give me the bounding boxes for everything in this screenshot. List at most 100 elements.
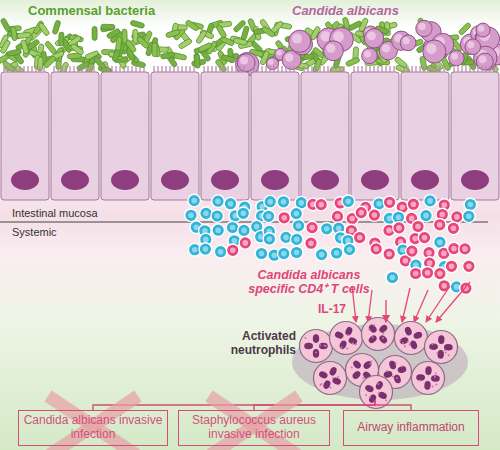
microvillus (485, 66, 486, 72)
t-cell-core (294, 250, 300, 256)
granule (304, 337, 306, 339)
commensal-bacterium (198, 42, 213, 53)
bacteria-layer (0, 17, 499, 76)
cyan-t-cell (315, 248, 328, 261)
microvillus (189, 66, 190, 72)
microvillus (23, 66, 24, 72)
microvillus (393, 66, 394, 72)
commensal-bacterium (261, 26, 275, 38)
microvillus (231, 66, 232, 72)
t-cell-core (230, 225, 236, 231)
microvillus (335, 66, 336, 72)
t-cell-core (294, 211, 300, 217)
microvillus (227, 66, 228, 72)
microvillus (57, 66, 58, 72)
cyan-t-cell (199, 243, 212, 256)
cyan-t-cell (188, 194, 201, 207)
nucleus-lobe (304, 343, 313, 349)
t-cell-core (462, 246, 468, 252)
microvillus (453, 66, 454, 72)
commensal-bacterium (216, 24, 227, 39)
t-cell-core (243, 240, 249, 246)
commensal-bacterium (165, 29, 180, 38)
cyan-t-cell (237, 207, 250, 220)
commensal-bacterium (17, 32, 31, 38)
granule (341, 346, 343, 348)
cell-nucleus (311, 170, 339, 190)
epithelial-cell (201, 72, 249, 200)
t-cell-core (387, 216, 393, 222)
microvillus (385, 66, 386, 72)
nucleus-lobe (425, 366, 432, 375)
microvillus (111, 66, 112, 72)
microvillus (107, 66, 108, 72)
t-cell-core (347, 247, 353, 253)
microvillus (257, 66, 258, 72)
commensal-bacterium (345, 57, 360, 67)
granule (352, 342, 354, 344)
nucleus-lobe (399, 336, 410, 345)
nucleus-lobe (352, 359, 363, 370)
candida-cell (416, 20, 432, 36)
t-cell-core (203, 211, 209, 217)
microvillus (73, 66, 74, 72)
cyan-t-cell (226, 221, 239, 234)
nucleus-lobe (331, 376, 342, 386)
epithelial-cell (451, 72, 499, 200)
granule (431, 343, 433, 345)
granule (402, 342, 404, 344)
pink-t-cell (227, 244, 240, 257)
microvillus (211, 66, 212, 72)
outcome-box: Staphylococcus aureus invasive infection (178, 410, 330, 446)
candida-highlight (451, 53, 458, 60)
cell-nucleus (61, 170, 89, 190)
commensal-bacterium (122, 29, 127, 43)
candida-layer (236, 20, 500, 76)
candida-highlight (382, 44, 390, 52)
granule (337, 376, 339, 378)
microvillus (277, 66, 278, 72)
granule (365, 394, 367, 396)
cyan-t-cell (342, 195, 355, 208)
commensal-bacterium (2, 60, 16, 73)
microvillus (215, 66, 216, 72)
microvillus (389, 66, 390, 72)
pink-t-cell (445, 260, 458, 273)
t-cell-core (241, 228, 247, 234)
commensal-bacterium (195, 30, 207, 44)
t-cell-core (396, 225, 402, 231)
t-cell-core (437, 271, 443, 277)
candida-highlight (268, 59, 274, 65)
cell-nucleus (11, 170, 39, 190)
candida-highlight (327, 44, 336, 53)
t-cell-core (386, 228, 392, 234)
microvillus (131, 66, 132, 72)
cell-nucleus (261, 170, 289, 190)
microvillus (427, 66, 428, 72)
microvillus (269, 66, 270, 72)
t-cell-core (390, 275, 396, 281)
microvillus (261, 66, 262, 72)
t-cell-core (271, 252, 277, 258)
cyan-t-cell (263, 233, 276, 246)
pink-t-cell (368, 209, 381, 222)
t-cell-core (215, 227, 221, 233)
t-cell-core (437, 239, 443, 245)
connector (385, 300, 386, 322)
candida-cell (476, 23, 490, 37)
microvillus (361, 66, 362, 72)
microvillus (327, 66, 328, 72)
commensal-bacterium (7, 49, 22, 57)
t-cell-core (423, 213, 429, 219)
microvillus (69, 66, 70, 72)
microvillus (27, 66, 28, 72)
pink-t-cell (434, 267, 447, 280)
commensal-bacterium (194, 54, 200, 68)
microvillus (439, 66, 440, 72)
microvillus (343, 66, 344, 72)
neutrophil-cluster (292, 318, 468, 409)
granule (436, 352, 438, 354)
microvillus (31, 66, 32, 72)
t-cell-core (192, 247, 198, 253)
